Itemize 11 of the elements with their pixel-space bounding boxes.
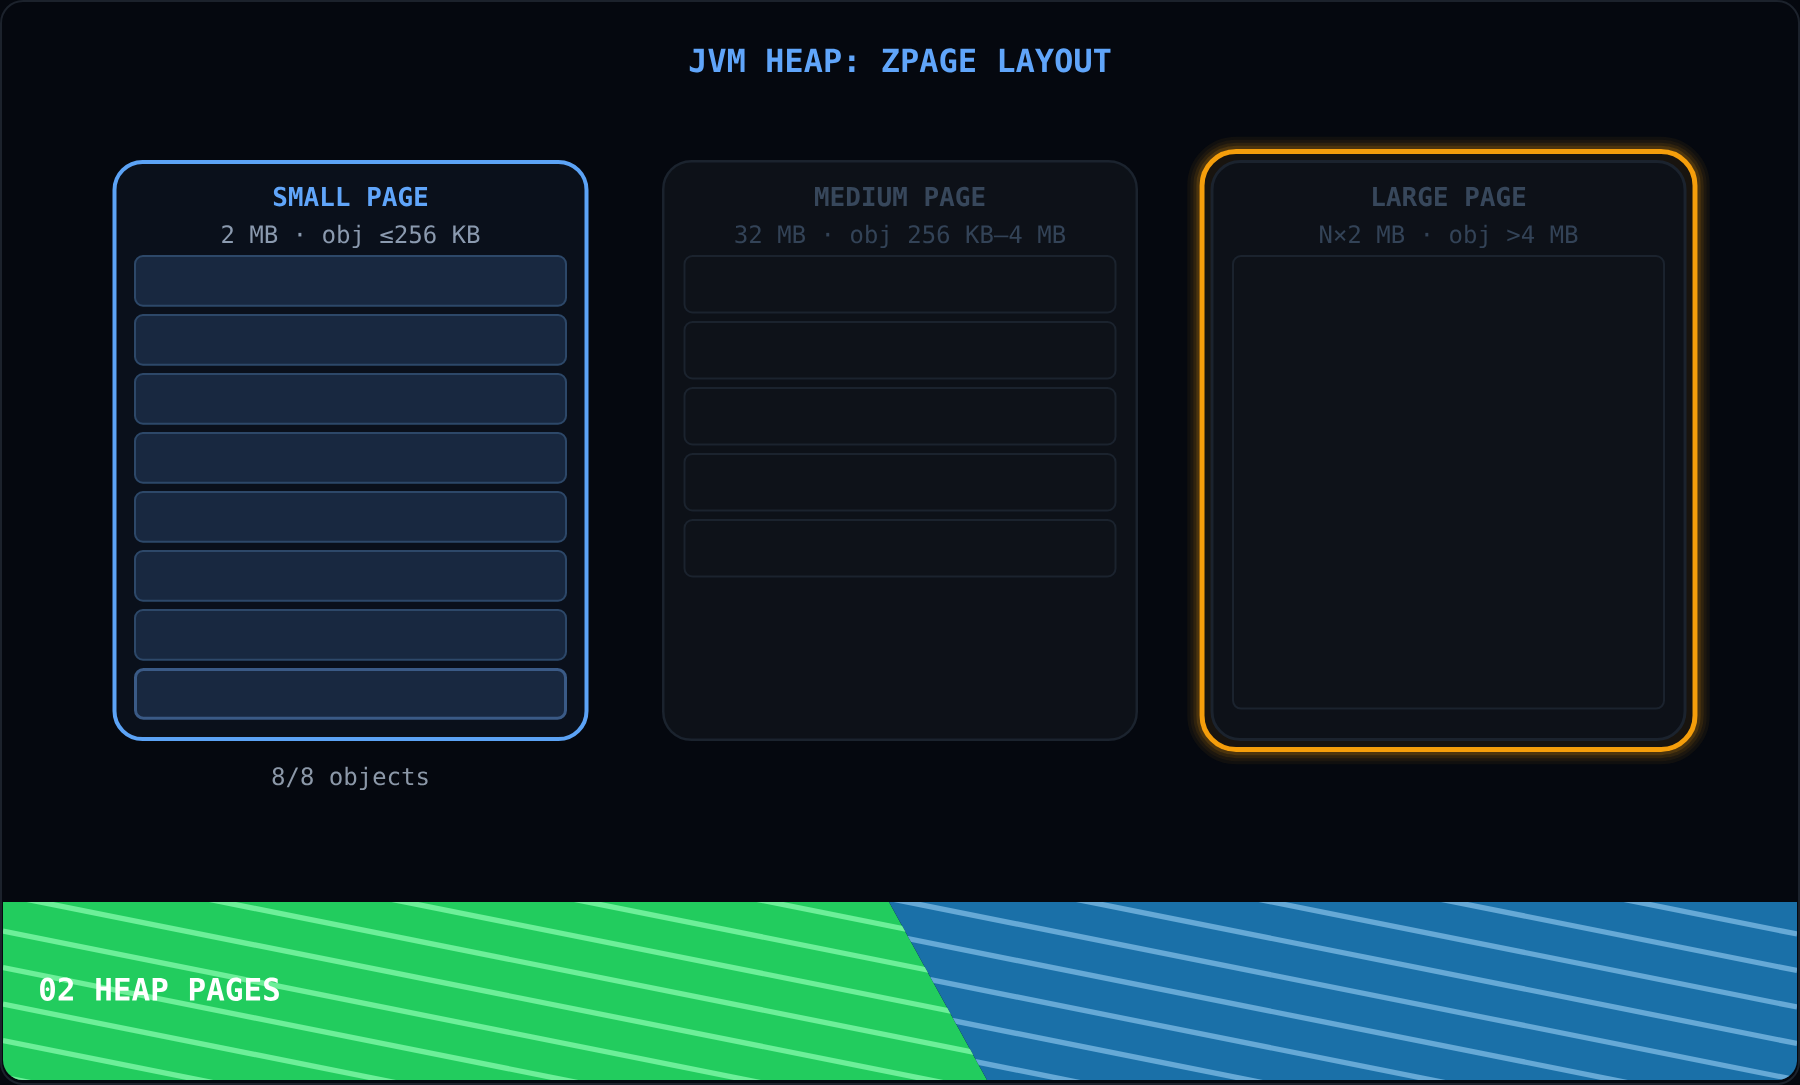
slot-box	[134, 255, 567, 307]
slot-box	[134, 373, 567, 425]
slot-box	[134, 609, 567, 661]
object-count: 8/8 objects	[272, 766, 428, 790]
slot-box	[134, 432, 567, 484]
banner: 02 HEAP PAGES	[3, 902, 1797, 1080]
slot-box	[134, 550, 567, 602]
slot-box	[134, 491, 567, 543]
slot-box	[134, 668, 567, 720]
slot-box	[134, 314, 567, 366]
title: JVM HEAP: ZPAGE LAYOUT	[689, 48, 1111, 73]
